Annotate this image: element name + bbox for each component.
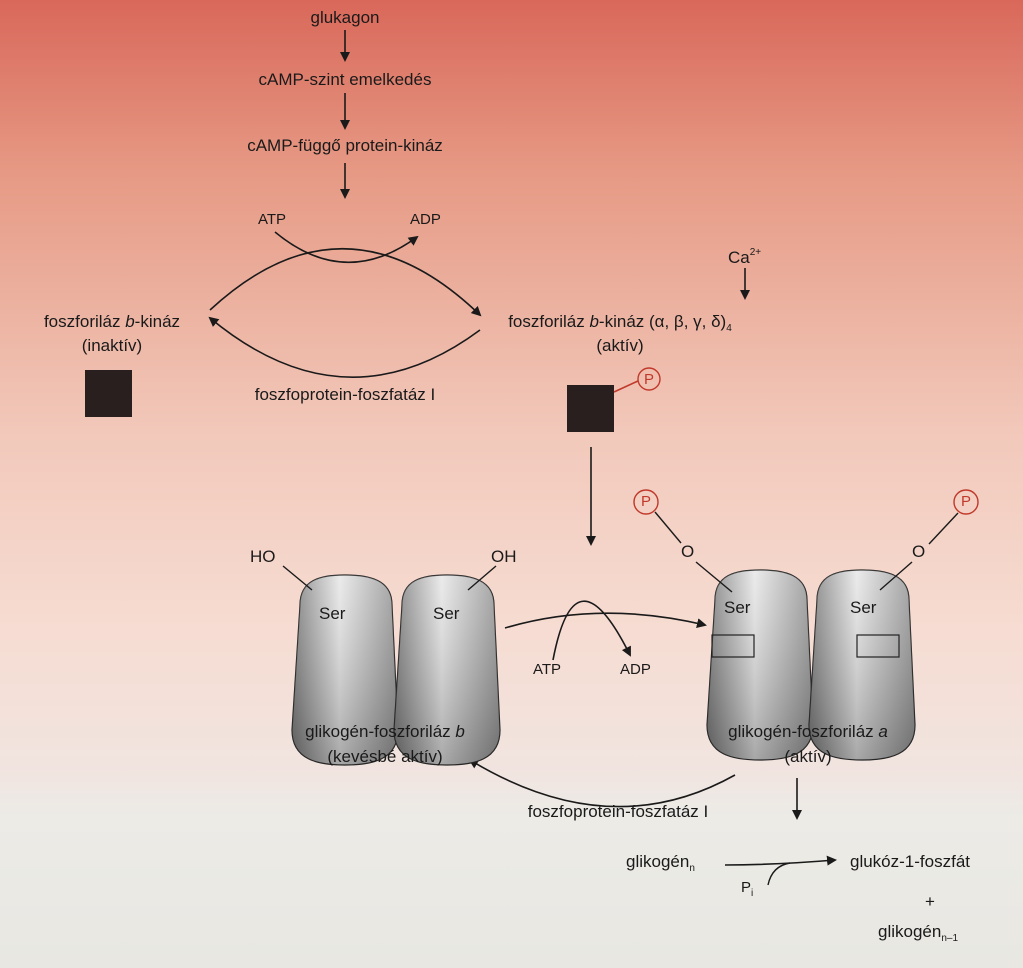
arrow-kinase-activation (210, 249, 480, 315)
phosphate-right-label: P (961, 492, 971, 512)
arrow-a-to-b (470, 760, 735, 807)
phosphate-left-label: P (641, 492, 651, 512)
arrow-kinase-inactivation (210, 318, 480, 377)
glycogen-n-minus-1-label: glikogénn–1 (878, 922, 958, 949)
kinase-active-box (567, 385, 614, 432)
arrow-pi-in (768, 863, 790, 885)
serine-a2-label: Ser (850, 598, 876, 618)
oxygen-right-label: O (912, 542, 925, 562)
pka-label: cAMP-függő protein-kináz (247, 136, 443, 156)
atp-top-label: ATP (258, 210, 286, 230)
atp-mid-label: ATP (533, 660, 561, 680)
adp-mid-label: ADP (620, 660, 651, 680)
glycogen-n-label: glikogénn (626, 852, 695, 879)
hydroxyl-right-label: OH (491, 547, 517, 567)
kinase-inactive-name: foszforiláz b-kináz (44, 312, 180, 332)
camp-rise-label: cAMP-szint emelkedés (259, 70, 432, 90)
arrow-glycogen-reaction (725, 860, 835, 865)
serine-a1-label: Ser (724, 598, 750, 618)
pi-label: Pi (741, 878, 753, 904)
kinase-inactive-box (85, 370, 132, 417)
glucagon-label: glukagon (310, 8, 379, 28)
phosphatase-bottom-label: foszfoprotein-foszfatáz I (528, 802, 708, 822)
kinase-active-state: (aktív) (596, 336, 643, 356)
phosphorylase-a-name: glikogén-foszforiláz a (728, 722, 888, 742)
kinase-phosphate-bond (614, 381, 638, 392)
phosphorylase-b-state: (kevésbé aktív) (327, 747, 442, 767)
phosphorylase-a-state: (aktív) (784, 747, 831, 767)
adp-top-label: ADP (410, 210, 441, 230)
kinase-inactive-state: (inaktív) (82, 336, 142, 356)
plus-label: + (925, 892, 935, 912)
arrow-atp-adp-top (275, 232, 417, 262)
kinase-phosphate-label: P (644, 370, 654, 390)
glucose-1-phosphate-label: glukóz-1-foszfát (850, 852, 970, 872)
phosphatase-top-label: foszfoprotein-foszfatáz I (255, 385, 435, 405)
phosphorylase-b-name: glikogén-foszforiláz b (305, 722, 465, 742)
arrow-atp-adp-mid (553, 601, 630, 660)
serine-b1-label: Ser (319, 604, 345, 624)
calcium-label: Ca2+ (728, 243, 761, 268)
oxygen-left-label: O (681, 542, 694, 562)
bond-p-o-left (655, 512, 681, 543)
kinase-active-name: foszforiláz b-kináz (α, β, γ, δ)4 (508, 312, 732, 339)
bond-p-o-right (929, 513, 958, 544)
hydroxyl-left-label: HO (250, 547, 276, 567)
bond-ho-ser-left (283, 566, 312, 590)
serine-b2-label: Ser (433, 604, 459, 624)
